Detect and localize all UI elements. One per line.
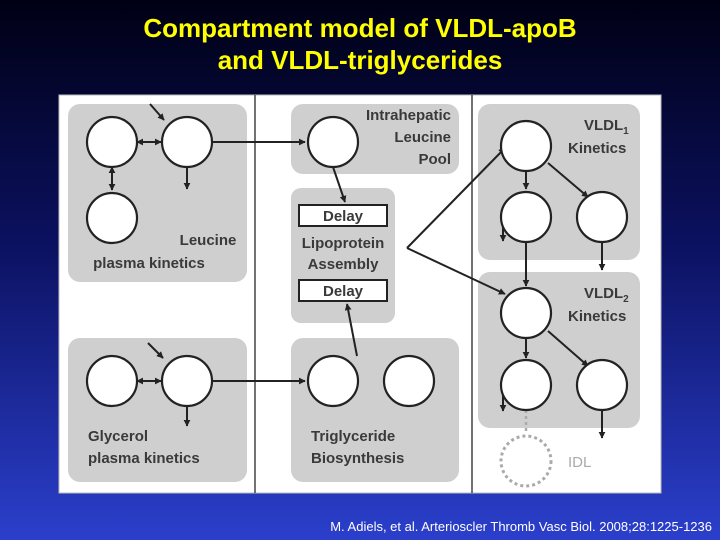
leucine-plasma-compartment-1 [85, 115, 139, 169]
idl-label: IDL [568, 454, 591, 471]
glycerol-plasma-compartment-1 [85, 354, 139, 408]
vldl2-name: VLDL [584, 285, 623, 302]
idl-compartment [499, 434, 553, 488]
slide-title: Compartment model of VLDL-apoB and VLDL-… [0, 12, 720, 76]
tg-biosynthesis-label-2: Biosynthesis [311, 450, 404, 467]
triglyceride-biosynthesis-compartment-1 [306, 354, 360, 408]
vldl2-compartment-3 [575, 358, 629, 412]
assembly-label-2: Assembly [308, 256, 380, 273]
vldl1-compartment-3 [575, 190, 629, 244]
arrow-pool-to-delay [332, 166, 347, 203]
vldl1-compartment-2 [499, 190, 553, 244]
arrow-vldl2-to-side [547, 330, 589, 367]
delay-label-1: Delay [323, 208, 364, 225]
leucine-kinetics-label-1: Leucine [180, 232, 237, 249]
vldl2-compartment-1 [499, 286, 553, 340]
leucine-plasma-compartment-3 [85, 191, 139, 245]
leucine-kinetics-label-2: plasma kinetics [93, 255, 205, 272]
delay-box-2 [298, 279, 388, 302]
glycerol-kinetics-label-2: plasma kinetics [88, 450, 200, 467]
vldl1-compartment-1 [499, 119, 553, 173]
vldl2-compartment-2 [499, 358, 553, 412]
assembly-label-1: Lipoprotein [302, 235, 385, 252]
slide-title-line-1: Compartment model of VLDL-apoB [143, 13, 577, 43]
intrahepatic-leucine-compartment [306, 115, 360, 169]
triglyceride-biosynthesis-compartment-2 [382, 354, 436, 408]
citation: M. Adiels, et al. Arterioscler Thromb Va… [330, 519, 712, 534]
vldl2-kinetics-label: Kinetics [568, 308, 626, 325]
arrow-assembly-to-vldl1 [406, 147, 506, 249]
tg-biosynthesis-label-1: Triglyceride [311, 428, 395, 445]
vldl2-label: VLDL2 [584, 285, 629, 305]
glycerol-kinetics-label-1: Glycerol [88, 428, 148, 445]
arrow-leucine-input [149, 103, 165, 121]
arrow-assembly-to-vldl2 [406, 247, 506, 295]
glycerol-plasma-compartment-2 [160, 354, 214, 408]
leucine-pool-label-2: Leucine [394, 129, 451, 146]
leucine-pool-label-3: Pool [419, 151, 452, 168]
vldl1-label: VLDL1 [584, 117, 629, 137]
arrow-vldl1-to-side [547, 162, 589, 198]
delay-label-2: Delay [323, 283, 364, 300]
arrow-glycerol-input [147, 342, 164, 359]
leucine-plasma-compartment-2 [160, 115, 214, 169]
vldl1-subscript: 1 [623, 126, 629, 137]
delay-box-1 [298, 204, 388, 227]
vldl2-subscript: 2 [623, 294, 629, 305]
leucine-pool-label-1: Intrahepatic [366, 107, 451, 124]
vldl1-name: VLDL [584, 117, 623, 134]
vldl1-kinetics-label: Kinetics [568, 140, 626, 157]
arrow-tg-to-assembly [344, 303, 358, 357]
slide-title-line-2: and VLDL-triglycerides [217, 45, 503, 75]
